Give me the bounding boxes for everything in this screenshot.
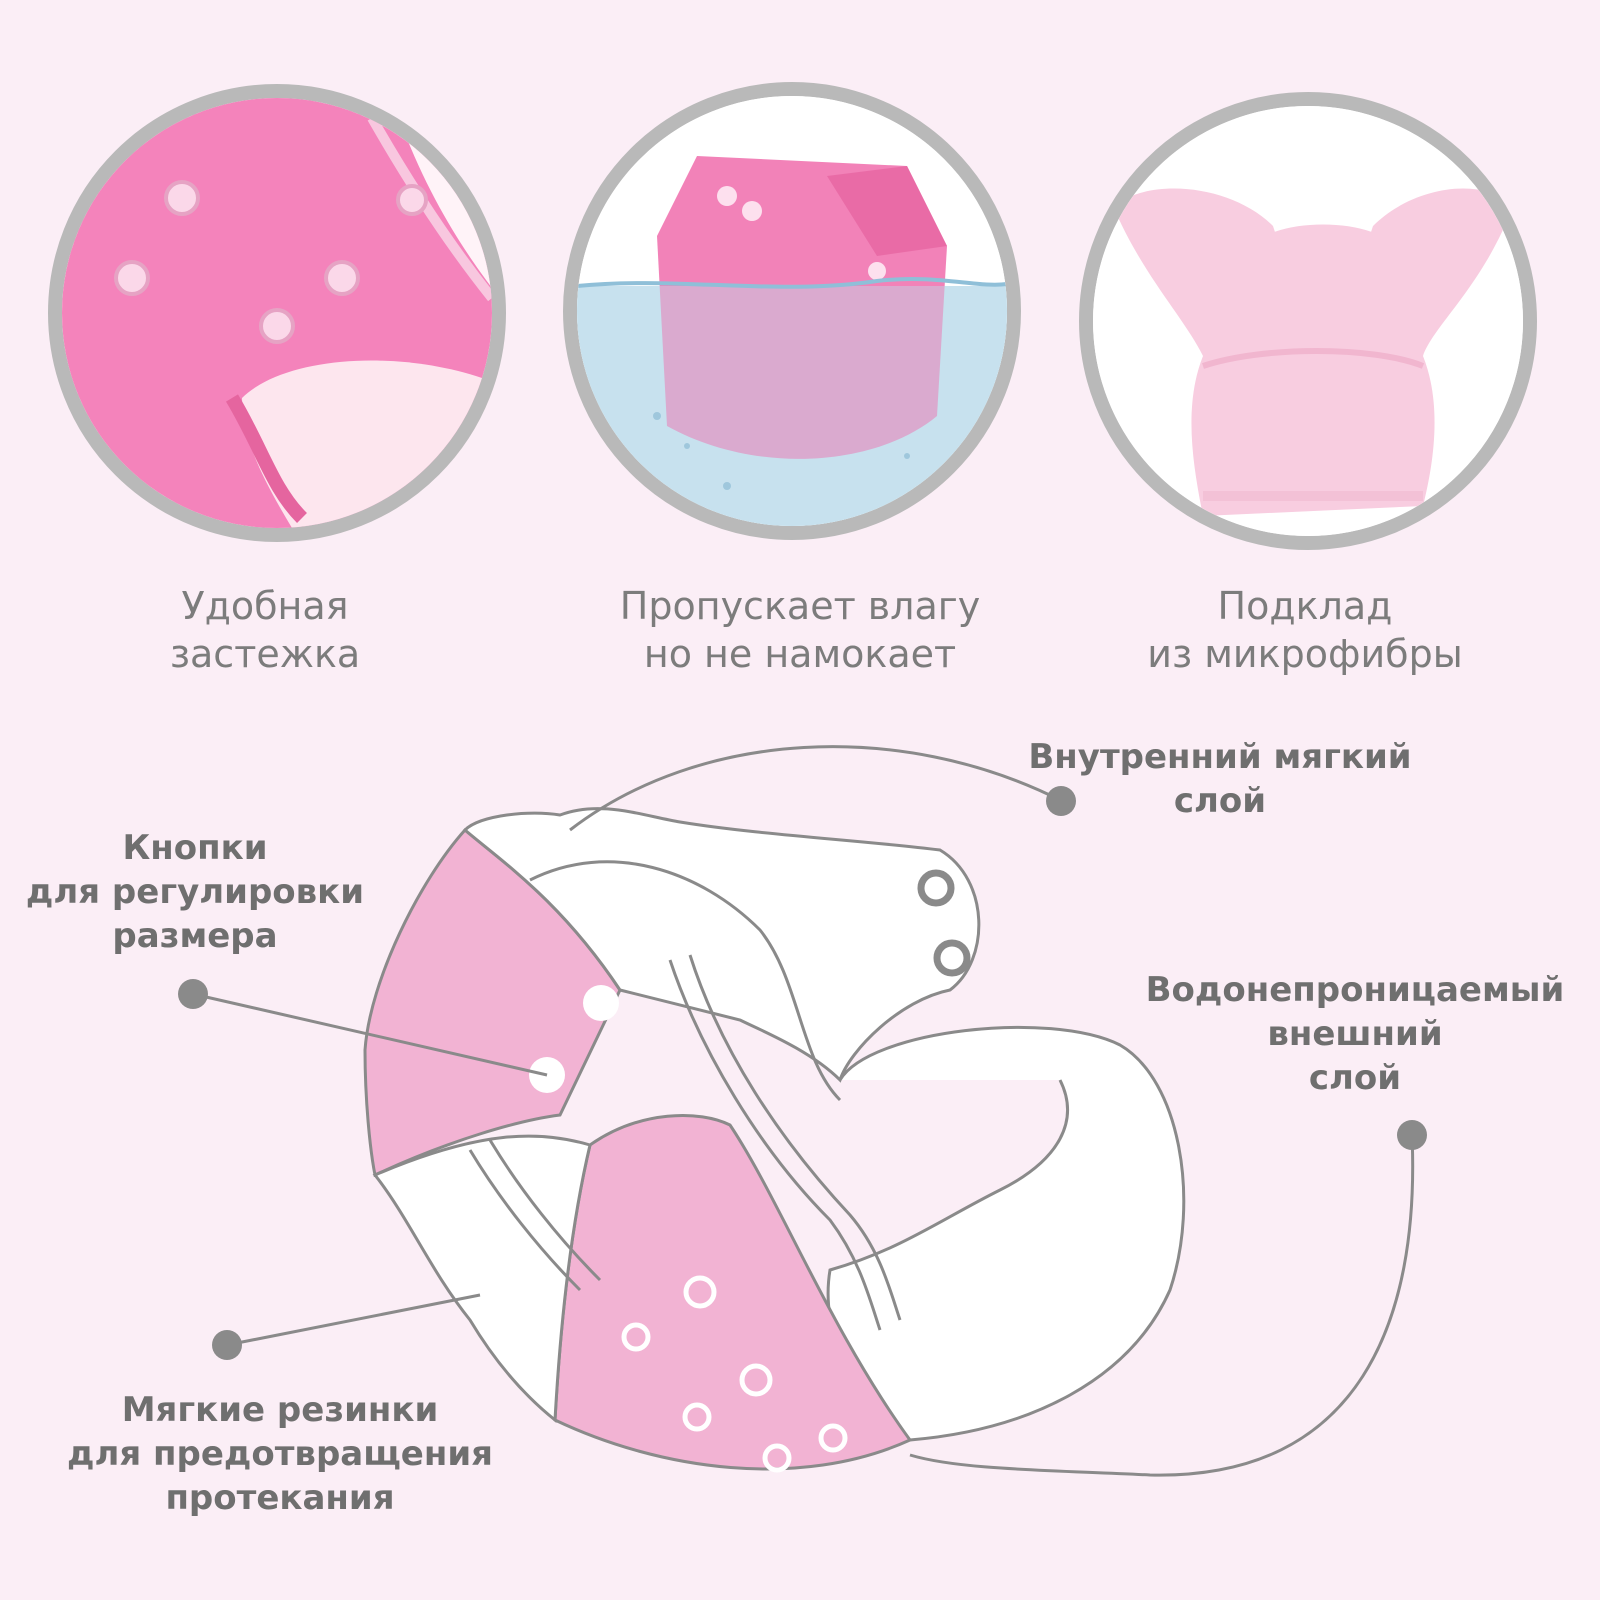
snap-ring-icon <box>917 869 955 907</box>
feature-caption-line: Удобная <box>181 584 349 628</box>
callout-line: внешний <box>1267 1014 1443 1054</box>
feature-caption-line: из микрофибры <box>1147 632 1463 676</box>
callout-line-inner <box>569 745 1061 832</box>
feature-caption-clasp: Удобная застежка <box>35 582 495 678</box>
callout-dot-elastics <box>212 1330 242 1360</box>
snap-ring-icon <box>739 1363 773 1397</box>
callout-line: размера <box>112 916 278 956</box>
snap-ring-icon <box>621 1322 651 1352</box>
callout-dot-inner <box>1046 786 1076 816</box>
callout-line-outer <box>909 1134 1415 1477</box>
callout-line: протекания <box>165 1478 395 1518</box>
snap-ring-icon <box>762 1443 792 1473</box>
feature-caption-line: но не намокает <box>643 632 957 676</box>
feature-caption-line: застежка <box>169 632 361 676</box>
callout-line: слой <box>1173 781 1267 821</box>
feature-caption-line: Пропускает влагу <box>619 584 981 628</box>
callout-elastics: Мягкие резинки для предотвращения протек… <box>50 1388 510 1520</box>
callout-line: Внутренний мягкий <box>1028 737 1412 777</box>
snap-dot-icon <box>583 985 619 1021</box>
diaper-lining-image <box>1093 106 1523 536</box>
callout-line-elastics <box>226 1293 481 1347</box>
snap-ring-icon <box>683 1275 717 1309</box>
feature-caption-line: Подклад <box>1217 584 1393 628</box>
callout-line: Водонепроницаемый <box>1145 970 1565 1010</box>
callout-line: Кнопки <box>122 828 268 868</box>
callout-dot-outer <box>1397 1120 1427 1150</box>
feature-caption-moisture: Пропускает влагу но не намокает <box>570 582 1030 678</box>
callout-inner-layer: Внутренний мягкий слой <box>1000 735 1440 823</box>
callout-line-snaps <box>192 992 548 1077</box>
callout-outer-layer: Водонепроницаемый внешний слой <box>1120 968 1590 1100</box>
callout-line: слой <box>1308 1058 1402 1098</box>
callout-line: для регулировки <box>25 872 365 912</box>
callout-snaps: Кнопки для регулировки размера <box>10 826 380 958</box>
snap-ring-icon <box>682 1402 712 1432</box>
snap-ring-icon <box>933 939 971 977</box>
callout-dot-snaps <box>178 979 208 1009</box>
snap-ring-icon <box>818 1423 848 1453</box>
callout-line: Мягкие резинки <box>121 1390 439 1430</box>
callout-line: для предотвращения <box>66 1434 494 1474</box>
feature-caption-microfiber: Подклад из микрофибры <box>1075 582 1535 678</box>
